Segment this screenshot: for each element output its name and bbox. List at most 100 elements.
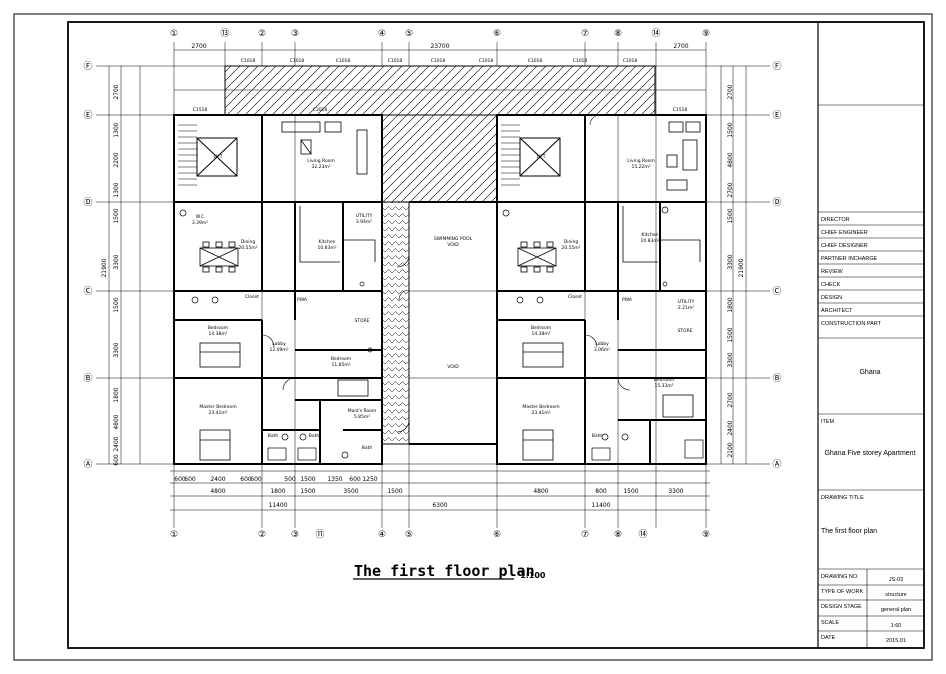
room-label: SWIMMING POOL xyxy=(434,236,473,242)
tb-label: CHECK xyxy=(821,282,841,288)
tb-label: SCALE xyxy=(821,620,839,626)
axis-label: Ⓒ xyxy=(83,286,92,297)
axis-label: Ⓒ xyxy=(772,286,781,297)
dim-text: 4800 xyxy=(533,488,548,495)
room-label: PWA xyxy=(622,297,633,303)
dim-text: 600 xyxy=(250,476,262,483)
room-label: Dining xyxy=(564,239,579,245)
room-label: Master Bedroom xyxy=(522,404,559,410)
corridor-hatch xyxy=(381,201,410,445)
dim-text: 11400 xyxy=(268,502,287,509)
room-label: Bath xyxy=(268,433,279,439)
tb-value: The first floor plan xyxy=(821,528,877,535)
room-area: 10.83m² xyxy=(640,238,659,244)
dim-text: 3300 xyxy=(113,254,120,269)
room-label: Lobby xyxy=(272,341,286,347)
axis-label: ⑥ xyxy=(493,530,501,540)
room-area: 5.85m² xyxy=(354,414,370,420)
axis-label: ③ xyxy=(291,530,299,540)
drawing-title: The first floor plan xyxy=(354,562,535,580)
axis-label: ① xyxy=(170,29,178,39)
room-label: Bath xyxy=(362,445,373,451)
axis-label: Ⓕ xyxy=(772,61,781,72)
axis-label: Ⓕ xyxy=(83,61,92,72)
room-label: Maid's Room xyxy=(348,408,377,414)
tb-label: DATE xyxy=(821,635,836,641)
window-label: C1018 xyxy=(528,58,543,64)
tb-label: TYPE OF WORK xyxy=(821,589,864,595)
room-label: VOID xyxy=(447,242,459,248)
dim-text: 2700 xyxy=(727,84,734,99)
dim-text: 1800 xyxy=(270,488,285,495)
tb-label: DRAWING NO. xyxy=(821,574,859,580)
dim-text: 1300 xyxy=(113,182,120,197)
bath-fixtures xyxy=(179,206,704,461)
doors xyxy=(261,114,631,433)
room-label: Bedroom xyxy=(208,325,228,331)
axis-bubbles-bottom: ① ② ③ ⑪ ④ ⑤ ⑥ ⑦ ⑧ ⑭ ⑨ xyxy=(170,529,710,540)
dimension-lines xyxy=(108,49,747,511)
room-label: Kitchen xyxy=(642,232,659,238)
room-label: Lobby xyxy=(595,341,609,347)
window-labels: C1018 C1018 C1018 C1018 C1018 C1018 C101… xyxy=(193,58,688,113)
dim-text: 2100 xyxy=(727,442,734,457)
dim-text: 2700 xyxy=(727,392,734,407)
dim-text: 600 xyxy=(349,476,361,483)
tb-value: 2015.01 xyxy=(886,638,906,644)
tb-value: general plan xyxy=(881,607,911,613)
room-label: PWA xyxy=(297,297,308,303)
tb-label: CHIEF DESIGNER xyxy=(821,243,868,249)
dim-text: 1500 xyxy=(727,122,734,137)
axis-label: Ⓓ xyxy=(772,197,781,208)
axis-label: Ⓓ xyxy=(83,197,92,208)
dim-text: 1500 xyxy=(623,488,638,495)
axis-label: ⑦ xyxy=(581,530,589,540)
room-label: Bedroom xyxy=(654,377,674,383)
dim-text: 2400 xyxy=(727,420,734,435)
axis-label: Ⓐ xyxy=(772,459,781,470)
terrace-hatch xyxy=(224,65,656,116)
dim-text: 3300 xyxy=(113,342,120,357)
axis-label: ⑧ xyxy=(614,530,622,540)
dim-text: 1500 xyxy=(387,488,402,495)
tb-label: PARTNER INCHARGE xyxy=(821,256,878,262)
dim-text: 1500 xyxy=(113,208,120,223)
room-label: Closet xyxy=(245,294,259,300)
room-area: 20.55m² xyxy=(561,245,580,251)
axis-label: Ⓑ xyxy=(772,373,781,384)
dining-table-left xyxy=(199,241,239,273)
tb-label: ARCHITECT xyxy=(821,308,853,314)
dim-text: 4800 xyxy=(727,152,734,167)
dim-text: 1250 xyxy=(362,476,377,483)
outer-border xyxy=(13,13,933,661)
window-label: C1518 xyxy=(193,107,208,113)
axis-label: ⑤ xyxy=(405,530,413,540)
axis-label: ⑤ xyxy=(405,29,413,39)
sofa-right xyxy=(666,121,701,191)
dim-text: 600 xyxy=(240,476,252,483)
axis-label: ⑨ xyxy=(702,530,710,540)
axis-bubbles-left: Ⓕ Ⓔ Ⓓ Ⓒ Ⓑ Ⓐ xyxy=(83,61,92,470)
court-hatch xyxy=(381,114,498,203)
window-label: C1018 xyxy=(336,58,351,64)
dim-text: 1500 xyxy=(300,476,315,483)
tb-label: DESIGN STAGE xyxy=(821,604,862,610)
room-area: 23.41m² xyxy=(208,410,227,416)
tb-label: CONSTRUCTION PART xyxy=(821,321,882,327)
room-area: 20.55m² xyxy=(238,245,257,251)
axis-label: Ⓑ xyxy=(83,373,92,384)
room-area: 14.38m² xyxy=(208,331,227,337)
room-label: LIFT xyxy=(536,154,545,160)
axis-label: ① xyxy=(170,530,178,540)
room-area: 12.09m² xyxy=(269,347,288,353)
dim-text: 11400 xyxy=(591,502,610,509)
room-label: UTILITY xyxy=(678,299,695,305)
axis-label: ⑥ xyxy=(493,29,501,39)
axis-label: Ⓔ xyxy=(772,110,781,121)
dim-text: 1800 xyxy=(727,297,734,312)
axis-label: ⑨ xyxy=(702,29,710,39)
dim-text: 1500 xyxy=(727,208,734,223)
axis-label: ② xyxy=(258,29,266,39)
window-label: C1018 xyxy=(290,58,305,64)
